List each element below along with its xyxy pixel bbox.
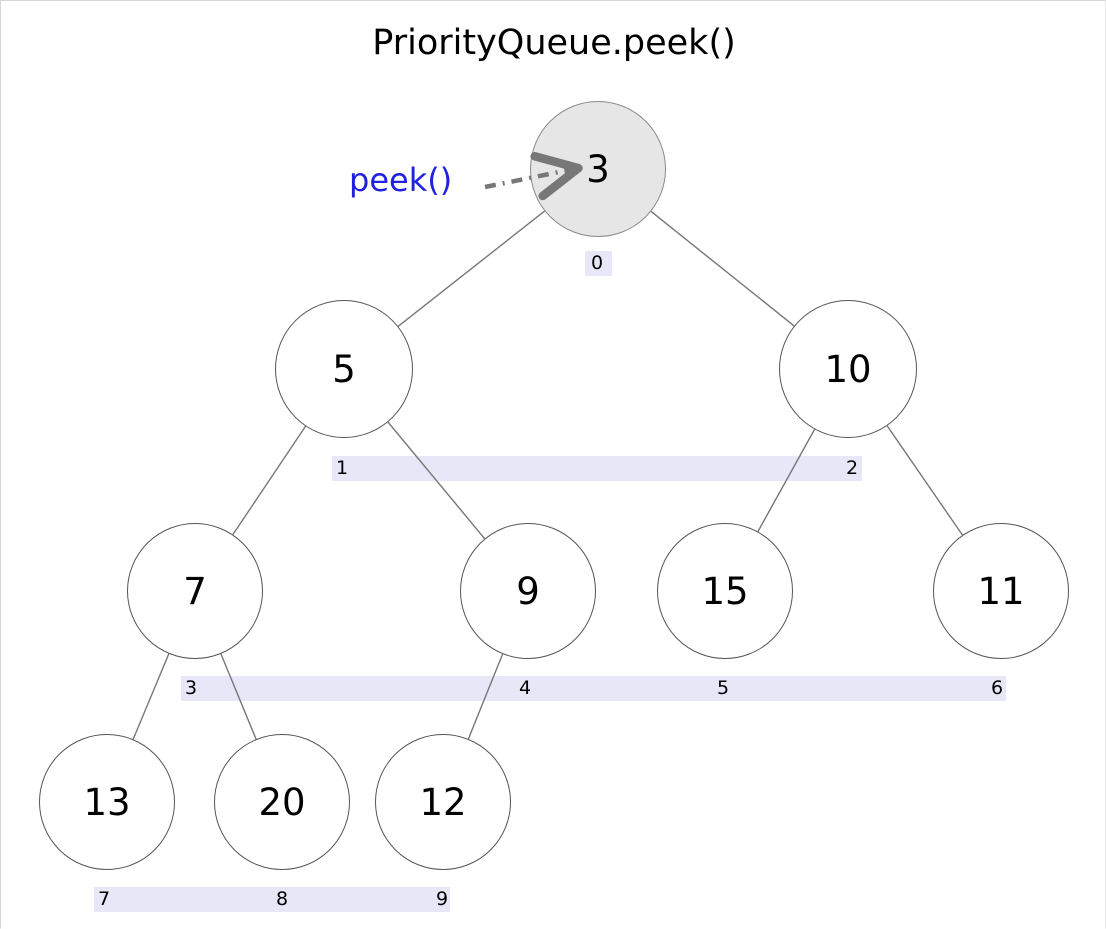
index-label: 6: [991, 677, 1004, 699]
tree-node-value: 15: [701, 569, 749, 613]
index-label: 4: [519, 677, 532, 699]
tree-node-15[interactable]: 15: [657, 523, 793, 659]
tree-edge: [650, 210, 795, 327]
peek-annotation-label: peek(): [349, 161, 453, 199]
tree-node-value: 20: [258, 780, 306, 824]
index-label: 3: [185, 677, 198, 699]
index-band: [181, 676, 1006, 701]
tree-node-value: 7: [183, 569, 207, 613]
tree-node-9[interactable]: 9: [460, 523, 596, 659]
index-label: 7: [98, 888, 111, 910]
tree-node-13[interactable]: 13: [39, 734, 175, 870]
page-title: PriorityQueue.peek(): [372, 23, 736, 63]
index-band: [332, 456, 862, 481]
index-label: 2: [846, 457, 859, 479]
index-band: [94, 887, 450, 912]
tree-edge: [397, 210, 546, 327]
tree-node-value: 11: [977, 569, 1025, 613]
tree-node-5[interactable]: 5: [275, 300, 413, 438]
tree-edge: [232, 425, 307, 535]
tree-node-value: 5: [332, 347, 356, 391]
tree-node-12[interactable]: 12: [375, 734, 511, 870]
index-label: 9: [436, 888, 449, 910]
tree-node-value: 9: [516, 569, 540, 613]
tree-node-20[interactable]: 20: [214, 734, 350, 870]
tree-edge: [132, 653, 170, 740]
tree-node-value: 12: [419, 780, 467, 824]
tree-node-value: 10: [824, 347, 872, 391]
tree-node-value: 13: [83, 780, 131, 824]
index-label: 8: [276, 888, 289, 910]
index-band: [585, 251, 612, 276]
tree-node-10[interactable]: 10: [779, 300, 917, 438]
tree-edge: [886, 425, 963, 536]
tree-node-7[interactable]: 7: [127, 523, 263, 659]
index-label: 0: [591, 252, 604, 274]
tree-node-3[interactable]: 3: [530, 101, 666, 237]
index-label: 5: [717, 677, 730, 699]
tree-node-value: 3: [586, 147, 610, 191]
tree-node-11[interactable]: 11: [933, 523, 1069, 659]
index-label: 1: [336, 457, 349, 479]
